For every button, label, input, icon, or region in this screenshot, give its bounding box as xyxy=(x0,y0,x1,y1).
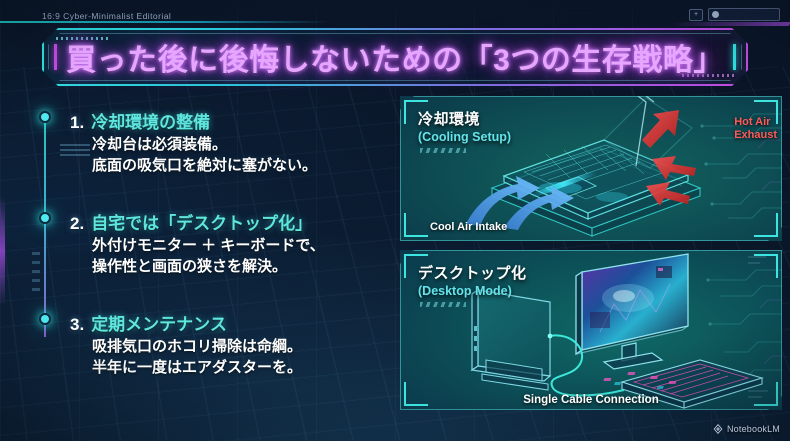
panel-title-en: (Cooling Setup) xyxy=(418,130,512,144)
panel-title-block: 冷却環境 (Cooling Setup) xyxy=(418,108,511,144)
panel-title-underline xyxy=(420,148,466,153)
panel-title-jp: デスクトップ化 xyxy=(418,265,527,282)
panel-title-en: (Desktop Mode) xyxy=(418,284,512,298)
annotation-hot-line2: Exhaust xyxy=(734,129,777,142)
brand-footer: NotebookLM xyxy=(713,424,780,434)
panel-title-block: デスクトップ化 (Desktop Mode) xyxy=(418,262,527,298)
notebooklm-logo-icon xyxy=(713,424,723,434)
annotation-hot-line1: Hot Air xyxy=(734,116,771,128)
annotation-single-cable-connection: Single Cable Connection xyxy=(523,394,659,406)
annotation-hot-air-exhaust: Hot Air Exhaust xyxy=(734,116,777,142)
annotation-cool-air-intake: Cool Air Intake xyxy=(430,221,508,233)
panel-title-jp: 冷却環境 xyxy=(418,111,481,128)
panel-title-underline xyxy=(420,302,466,307)
brand-name: NotebookLM xyxy=(726,424,780,434)
